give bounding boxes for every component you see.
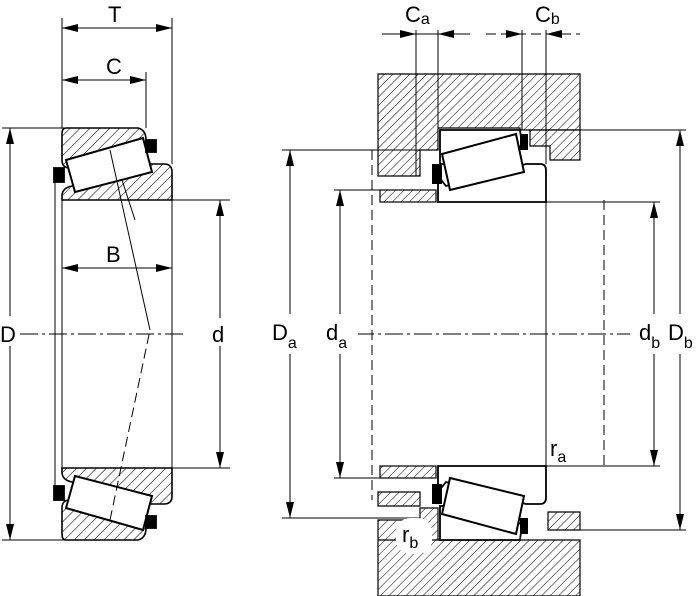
label-ra: ra <box>550 436 566 466</box>
t-arrow-right <box>156 24 172 32</box>
label-da-shaft: da <box>326 320 347 352</box>
housing-top-right <box>529 129 581 161</box>
d-outer-arrow-top <box>6 128 14 144</box>
bearing-section-view: T C B D d <box>0 2 232 541</box>
label-d-bore: d <box>212 322 224 347</box>
label-rb: rb <box>402 522 418 552</box>
ca-arrow-left <box>400 30 416 38</box>
cb-arrow-right <box>546 30 562 38</box>
roller-top <box>64 136 154 194</box>
label-t: T <box>108 2 121 27</box>
label-d-outer: D <box>0 322 16 347</box>
shaft-shoulder-bottom <box>379 465 437 479</box>
c-arrow-right <box>130 76 146 84</box>
label-b: B <box>106 242 121 267</box>
label-c: C <box>106 54 122 79</box>
housing-bottom-right <box>547 511 581 531</box>
mount-cage-top-right <box>520 134 528 150</box>
ca-arrow-right <box>438 30 454 38</box>
db-arrow-bottom <box>650 450 658 466</box>
label-ca: Ca <box>405 2 430 28</box>
da-shaft-arrow-bottom <box>336 462 344 478</box>
mounting-view: Ca Cb Da da db <box>270 2 700 596</box>
cage-bottom-right <box>145 515 157 529</box>
label-da-housing: Da <box>272 320 297 352</box>
label-db: db <box>639 320 660 352</box>
mount-roller-top <box>440 132 526 192</box>
housing-bottom-left <box>377 491 421 507</box>
b-arrow-left <box>62 264 78 272</box>
d-bore-arrow-bottom <box>216 452 224 468</box>
contact-line-2 <box>109 329 151 521</box>
contact-line-3 <box>121 179 136 221</box>
label-cb: Cb <box>535 2 560 28</box>
da-shaft-arrow-top <box>336 190 344 206</box>
mount-cage-bottom-left <box>432 484 442 504</box>
cage-bottom-left <box>53 485 65 501</box>
da-arrow-bottom <box>286 502 294 518</box>
d-bore-arrow-top <box>216 200 224 216</box>
cage-top-right <box>145 139 157 153</box>
db-housing-arrow-bottom <box>676 514 684 530</box>
da-arrow-top <box>286 150 294 166</box>
mount-cage-top-left <box>432 164 442 184</box>
d-outer-arrow-bottom <box>6 524 14 540</box>
label-db-housing: Db <box>668 320 693 352</box>
t-arrow-left <box>62 24 78 32</box>
db-housing-arrow-top <box>676 130 684 146</box>
db-arrow-top <box>650 202 658 218</box>
shaft-shoulder-top <box>379 189 437 203</box>
b-arrow-right <box>156 264 172 272</box>
c-arrow-left <box>62 76 78 84</box>
cage-top-left <box>53 167 65 183</box>
mount-cage-bottom-right <box>520 518 528 534</box>
roller-bottom <box>64 474 154 532</box>
contact-line-1 <box>109 149 151 331</box>
mount-roller-bottom <box>440 476 526 536</box>
cb-arrow-left <box>506 30 522 38</box>
